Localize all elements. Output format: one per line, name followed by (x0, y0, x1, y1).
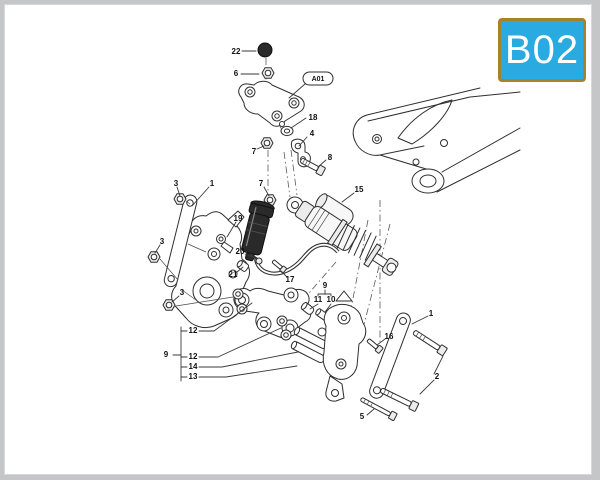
shock-absorber-drawing (286, 193, 399, 276)
callout-1-left: 1 (210, 179, 215, 188)
callout-21: 21 (229, 270, 238, 279)
rocker-arm-drawing (238, 42, 305, 137)
callout-9-top: 9 (323, 281, 328, 290)
nut-part3-b (147, 251, 161, 263)
nut-part6 (261, 67, 275, 79)
callout-10: 10 (327, 295, 336, 304)
callout-7-upper: 7 (252, 147, 257, 156)
callout-15: 15 (355, 185, 364, 194)
callout-17: 17 (286, 275, 295, 284)
callout-14: 14 (189, 362, 198, 371)
small-parts-drawing (216, 234, 287, 274)
right-link-drawing (369, 312, 411, 399)
spacer-part21 (236, 260, 250, 272)
page-code-label: B02 (504, 27, 580, 72)
callout-19: 19 (234, 214, 243, 223)
preload-adjuster-drawing (241, 200, 275, 262)
callout-11: 11 (314, 295, 323, 304)
callout-1-right: 1 (429, 309, 434, 318)
callout-2: 2 (435, 372, 440, 381)
bolt-part8 (300, 157, 326, 177)
frame-section-drawing (352, 87, 521, 194)
bolt-part2-lower (380, 387, 420, 412)
frame-bracket-drawing (317, 290, 367, 402)
callout-9-left: 9 (164, 350, 169, 359)
upper-mount-drawing (260, 137, 326, 206)
callout-12-a: 12 (189, 326, 198, 335)
bushing-part12-a (232, 288, 244, 300)
bushing-part12-d (280, 329, 292, 341)
assembly-ref-label[interactable]: A01 (312, 76, 325, 83)
bolt-part5 (360, 397, 398, 421)
callout-22: 22 (232, 47, 241, 56)
linkage-rocker-drawing (232, 287, 330, 364)
bushing-part12-c (276, 315, 288, 327)
callout-7-lower: 7 (259, 179, 264, 188)
bolt-part16 (366, 338, 384, 354)
callout-20: 20 (236, 247, 245, 256)
diagram-canvas (4, 4, 592, 475)
coil-spring (336, 223, 377, 261)
callout-13: 13 (189, 372, 198, 381)
bolt-part17 (271, 259, 287, 274)
bolt-part2-upper (412, 330, 448, 357)
page-code-badge: B02 (498, 18, 586, 82)
callout-18: 18 (309, 113, 318, 122)
callout-16: 16 (385, 332, 394, 341)
callout-4: 4 (310, 129, 315, 138)
callout-12-b: 12 (189, 352, 198, 361)
left-link-drawing (163, 194, 198, 288)
assembly-ref-tag[interactable]: A01 (302, 71, 334, 86)
callout-6: 6 (234, 69, 239, 78)
hose (254, 242, 340, 276)
callout-3-b: 3 (160, 237, 165, 246)
callout-8: 8 (328, 153, 333, 162)
callouts: 22 6 18 4 7 8 7 15 3 1 19 3 20 21 17 3 1… (160, 47, 440, 421)
screw-part20 (249, 252, 258, 261)
callout-3-c: 3 (180, 288, 185, 297)
callout-3-a: 3 (174, 179, 179, 188)
callout-5: 5 (360, 412, 365, 421)
leader-lines (154, 50, 444, 416)
bushing-part11 (300, 302, 315, 315)
rubber-cap-part22 (257, 42, 273, 58)
